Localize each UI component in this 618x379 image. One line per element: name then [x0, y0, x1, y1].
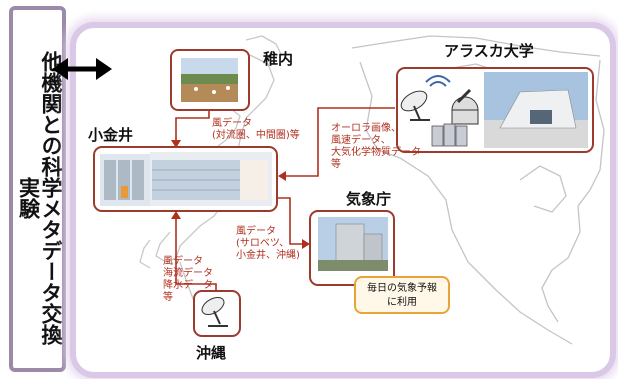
flow-arrows [175, 107, 395, 290]
radar-dish-icon [400, 90, 430, 121]
arrow-alaska-koganei [284, 107, 395, 177]
observatory-icon [451, 88, 479, 125]
north-america-outline [351, 35, 605, 345]
label-koganei: 小金井 [88, 126, 134, 144]
forecast-note: 毎日の気象予報 に利用 [354, 276, 450, 314]
wifi-signal-icon [425, 75, 451, 87]
koganei-photo [93, 146, 278, 212]
label-jma: 気象庁 [346, 190, 392, 208]
arrow-wakkanai-koganei [175, 111, 210, 142]
label-alaska: アラスカ大学 [444, 42, 534, 60]
label-wakkanai: 稚内 [263, 50, 294, 68]
flow-okinawa-koganei: 風データ 海流データ 降水データ 等 [163, 256, 213, 303]
arrow-koganei-jma [277, 197, 304, 245]
wakkanai-photo [170, 49, 250, 111]
flow-koganei-jma: 風データ (サロベツ、 小金井、沖縄) [236, 226, 300, 261]
side-title: 他機関との科学メタデータ交換実験 [16, 51, 64, 345]
exchange-arrow-icon [52, 58, 112, 80]
arrowheads [171, 140, 310, 249]
flow-wakkanai-koganei: 風データ (対流圏、中間圏)等 [212, 118, 300, 141]
arrow-okinawa-koganei [175, 216, 217, 290]
label-okinawa: 沖縄 [196, 344, 227, 362]
server-rack-icon [431, 123, 468, 147]
jma-photo [309, 210, 395, 286]
okinawa-photo [193, 290, 241, 337]
flow-alaska-koganei: オーロラ画像、 風速データ、 大気化学物質データ 等 [331, 123, 421, 170]
